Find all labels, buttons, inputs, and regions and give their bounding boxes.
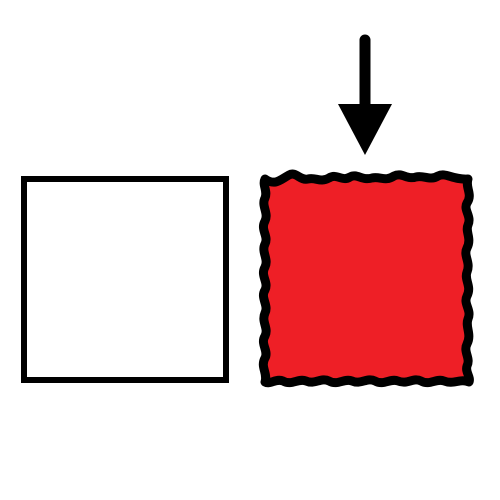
- plain-square: [21, 176, 229, 383]
- down-arrow-icon: [338, 34, 392, 155]
- rough-square: [258, 169, 474, 388]
- arrow-head: [338, 104, 392, 155]
